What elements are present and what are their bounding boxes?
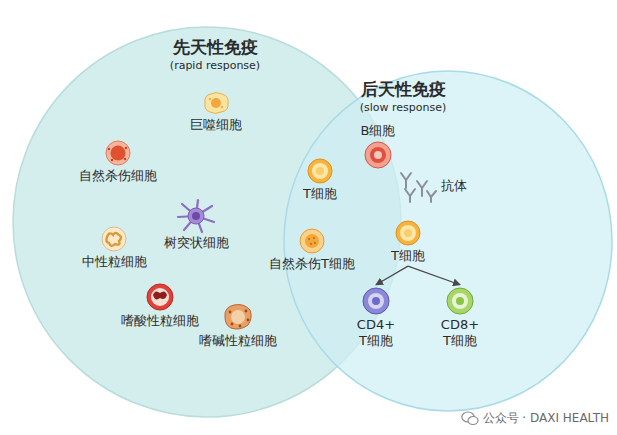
cell-label: 巨噬细胞 bbox=[188, 116, 244, 134]
cell-icon bbox=[395, 169, 439, 203]
cell-icon bbox=[145, 282, 175, 312]
cell-label: 嗜酸性粒细胞 bbox=[119, 312, 201, 330]
cell-node: 树突状细胞 bbox=[162, 198, 231, 252]
cell-icon bbox=[394, 219, 422, 247]
circle-subtitle: (slow response) bbox=[360, 101, 447, 114]
cell-label: CD4+ T细胞 bbox=[352, 316, 400, 351]
cell-label: 中性粒细胞 bbox=[80, 253, 149, 271]
watermark-text: 公众号 · DAXI HEALTH bbox=[483, 410, 609, 427]
cell-icon bbox=[176, 198, 216, 234]
cell-icon bbox=[298, 227, 326, 255]
wechat-icon bbox=[461, 411, 479, 426]
cell-label: 嗜碱性粒细胞 bbox=[197, 332, 279, 350]
cell-node: T细胞 bbox=[301, 157, 339, 203]
cell-label: 自然杀伤细胞 bbox=[77, 167, 159, 185]
venn-circle: 后天性免疫(slow response) B细胞抗体 T细胞 CD4+ T细胞 CD8+… bbox=[283, 70, 613, 412]
cell-node: B细胞 bbox=[359, 122, 398, 170]
cell-label: B细胞 bbox=[359, 122, 398, 140]
cell-icon bbox=[222, 302, 254, 332]
cell-icon bbox=[100, 225, 128, 253]
cell-node: 抗体 bbox=[395, 169, 469, 203]
watermark: 公众号 · DAXI HEALTH bbox=[461, 410, 609, 427]
cell-node: 嗜碱性粒细胞 bbox=[197, 302, 279, 350]
cell-node: 自然杀伤细胞 bbox=[77, 139, 159, 185]
cell-node: CD8+ T细胞 bbox=[436, 286, 484, 351]
cell-label: 树突状细胞 bbox=[162, 234, 231, 252]
cell-icon bbox=[445, 286, 475, 316]
cell-icon bbox=[104, 139, 132, 167]
cell-node: 自然杀伤T细胞 bbox=[267, 227, 357, 273]
cell-icon bbox=[306, 157, 334, 185]
circle-title: 先天性免疫 bbox=[173, 36, 258, 59]
cell-node: 中性粒细胞 bbox=[80, 225, 149, 271]
cell-node: T细胞 bbox=[389, 219, 427, 265]
cell-icon bbox=[201, 90, 231, 116]
cell-label: CD8+ T细胞 bbox=[436, 316, 484, 351]
circle-subtitle: (rapid response) bbox=[170, 59, 260, 72]
cell-node: 嗜酸性粒细胞 bbox=[119, 282, 201, 330]
circle-title: 后天性免疫 bbox=[361, 78, 446, 101]
cell-label: 抗体 bbox=[439, 177, 469, 195]
cell-label: 自然杀伤T细胞 bbox=[267, 255, 357, 273]
cell-icon bbox=[363, 140, 393, 170]
circle-shape bbox=[283, 70, 613, 412]
cell-node: 巨噬细胞 bbox=[188, 90, 244, 134]
cell-icon bbox=[361, 286, 391, 316]
cell-node: CD4+ T细胞 bbox=[352, 286, 400, 351]
cell-label: T细胞 bbox=[389, 247, 427, 265]
cell-label: T细胞 bbox=[301, 185, 339, 203]
